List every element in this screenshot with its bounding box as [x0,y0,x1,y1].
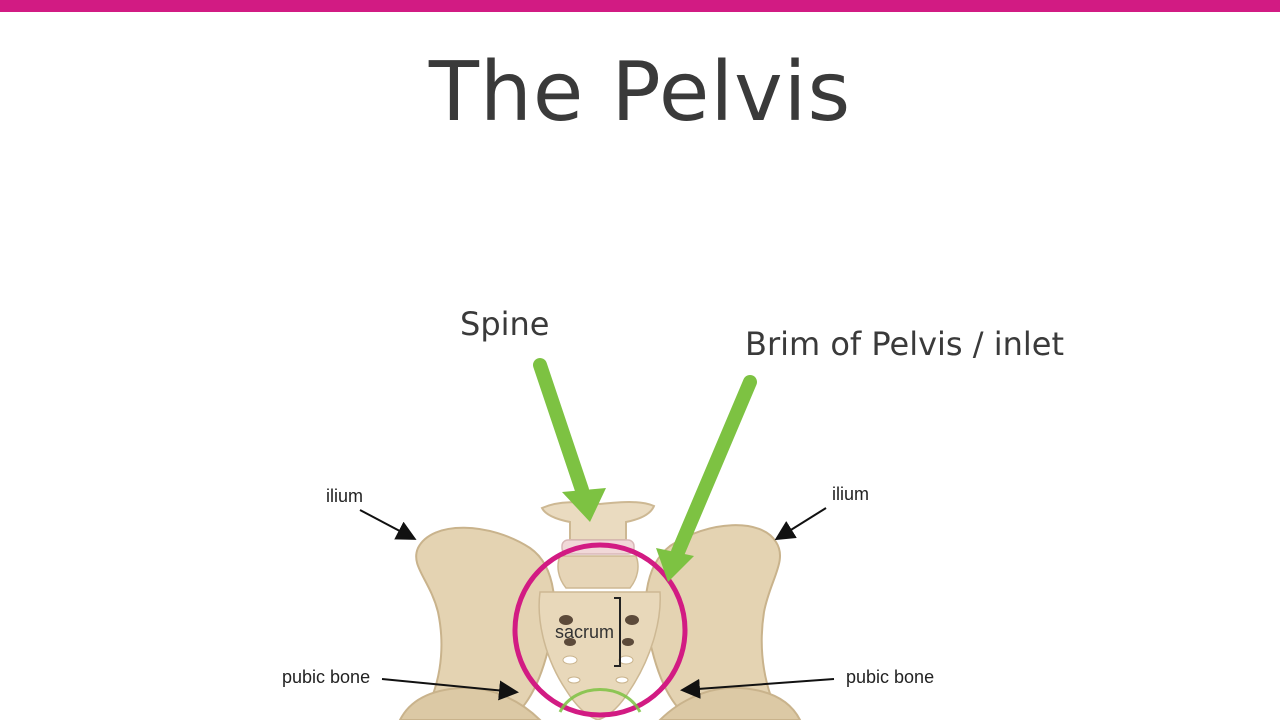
lumbar-vertebra [542,502,654,540]
ilium-left-label: ilium [326,486,363,506]
ilium-right-label: ilium [832,484,869,504]
sacrum-label: sacrum [555,622,614,642]
ilium-right-pointer [778,508,826,538]
pubic-bone-right-label: pubic bone [846,667,934,687]
spine-arrow-shaft [540,365,582,490]
lower-vertebra [558,556,638,588]
ilium-left-pointer [360,510,413,538]
pubic-bone-left-label: pubic bone [282,667,370,687]
